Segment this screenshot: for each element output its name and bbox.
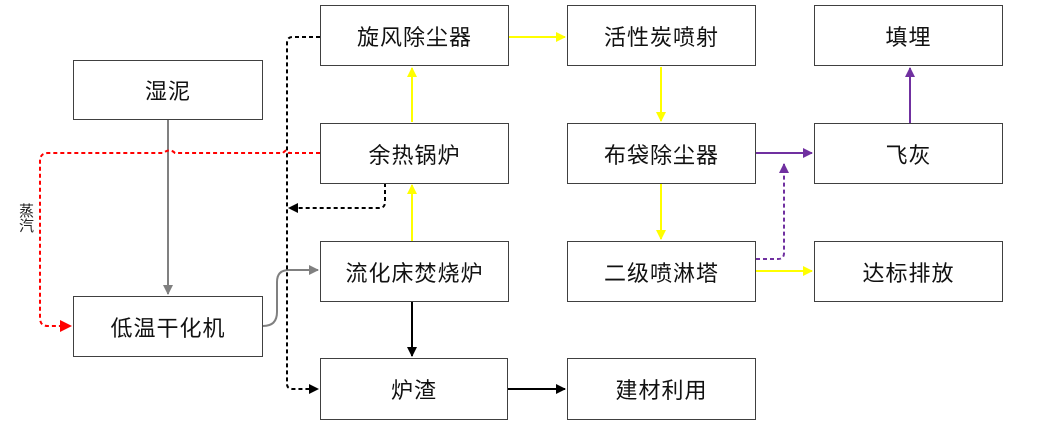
arrow-cyclone-to-slag (286, 36, 320, 394)
node-slag: 炉渣 (320, 358, 508, 420)
node-discharge: 达标排放 (814, 241, 1003, 302)
arrow-dryer-to-incinerator (262, 265, 319, 327)
label-steam: 蒸汽 (17, 203, 35, 233)
node-dryer: 低温干化机 (73, 296, 263, 357)
node-carbon-injection: 活性炭喷射 (567, 5, 756, 66)
arrow-steam-to-dryer (39, 149, 320, 332)
node-incinerator: 流化床焚烧炉 (320, 241, 509, 302)
arrow-boiler-to-slag-line (288, 183, 386, 213)
node-wet-sludge: 湿泥 (73, 60, 263, 120)
node-boiler: 余热锅炉 (320, 123, 509, 184)
node-fly-ash: 飞灰 (814, 123, 1003, 184)
node-baghouse: 布袋除尘器 (567, 123, 756, 184)
node-landfill: 填埋 (814, 5, 1003, 66)
node-scrubber: 二级喷淋塔 (567, 241, 756, 302)
node-building-materials: 建材利用 (567, 358, 756, 420)
arrow-scrubber-to-flyash (756, 163, 789, 260)
node-cyclone: 旋风除尘器 (320, 5, 509, 66)
